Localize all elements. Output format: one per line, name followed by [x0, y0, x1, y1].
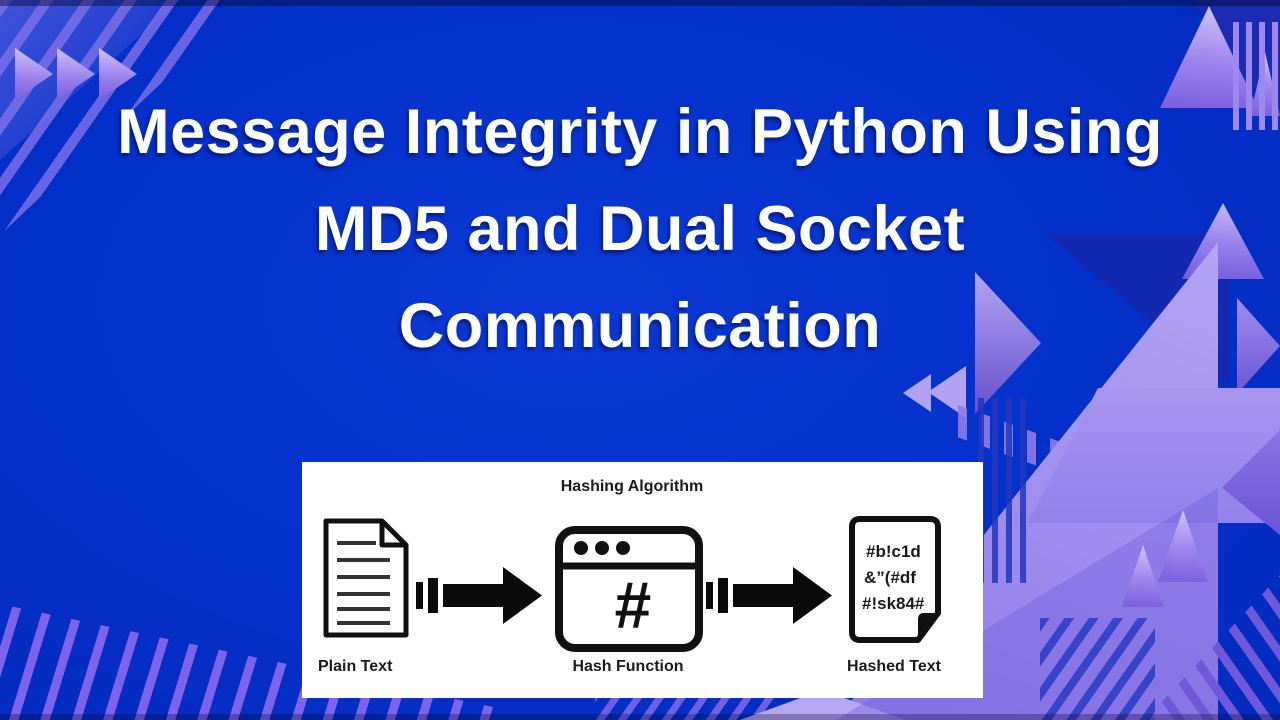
bottom-right-chevron — [1222, 430, 1280, 535]
hash-line-3: #!sk84# — [862, 594, 925, 613]
arrow-right-icon-1 — [416, 567, 542, 624]
bottom-right-blue-stripes — [1040, 618, 1155, 720]
top-edge-shade — [0, 0, 1280, 6]
hashed-text-document-icon: #b!c1d &”(#df #!sk84# — [849, 516, 941, 643]
hash-symbol: # — [614, 568, 651, 642]
hash-function-window-icon: # — [555, 526, 703, 652]
bottom-right-shard-triangle-2 — [1122, 545, 1164, 607]
title-line-2: MD5 and Dual Socket — [314, 194, 966, 264]
title-line-1: Message Integrity in Python Using — [117, 97, 1163, 167]
plain-text-document-icon — [323, 518, 409, 638]
bottom-right-vertical-bars — [978, 398, 1034, 583]
bottom-right-corner-stripes — [1145, 575, 1280, 720]
arrow-right-icon-2 — [706, 567, 832, 624]
bottom-edge-shade — [0, 714, 1280, 720]
diagram-heading: Hashing Algorithm — [560, 478, 704, 495]
plain-text-label: Plain Text — [318, 658, 393, 675]
video-title: Message Integrity in Python Using MD5 an… — [0, 84, 1280, 375]
right-middle-left-triangle-2 — [903, 374, 931, 412]
hash-line-2: &”(#df — [864, 568, 916, 587]
hashing-diagram-panel: Hashing Algorithm # — [302, 462, 983, 698]
hash-function-label: Hash Function — [572, 658, 684, 675]
bottom-right-light-band — [1028, 388, 1280, 523]
hashed-text-label: Hashed Text — [847, 658, 941, 675]
hash-line-1: #b!c1d — [866, 542, 921, 561]
bottom-right-shard-triangle-1 — [1158, 510, 1208, 582]
title-line-3: Communication — [398, 291, 882, 361]
